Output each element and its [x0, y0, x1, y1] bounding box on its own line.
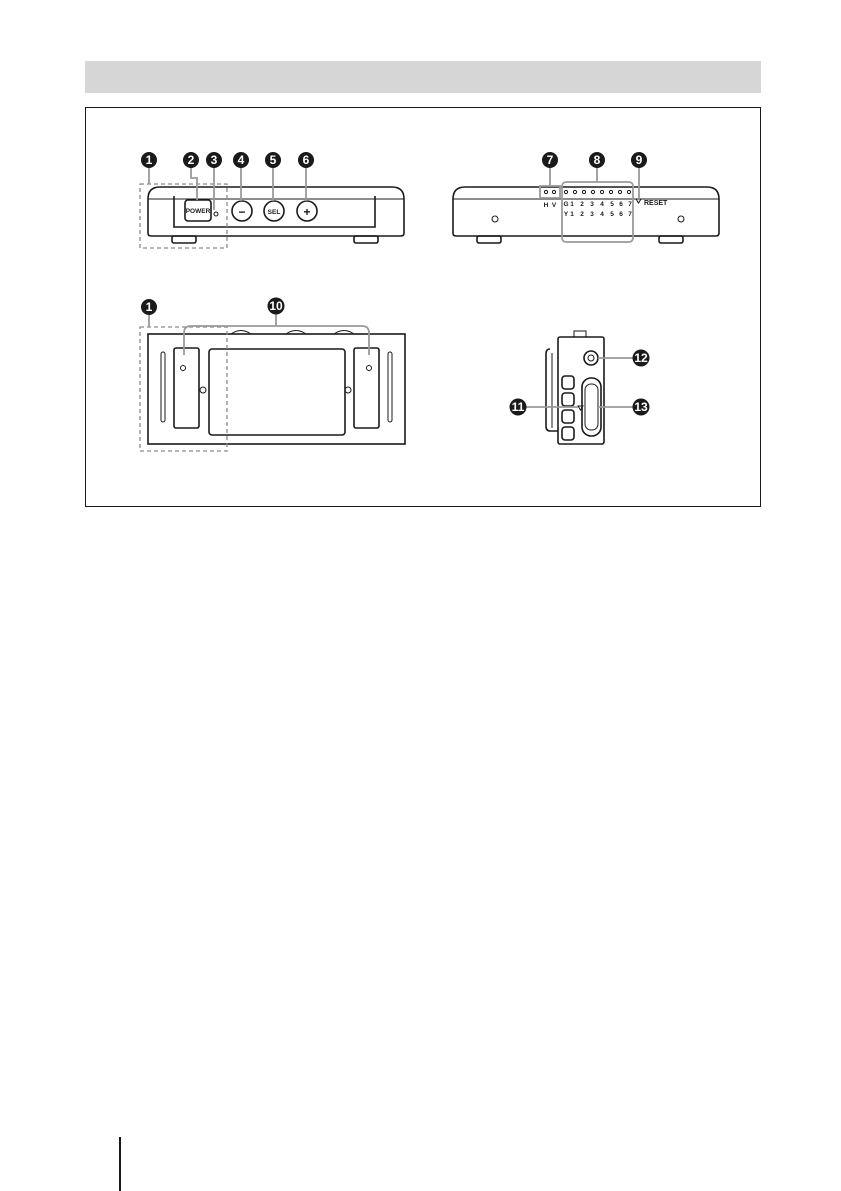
callout-2: 2 [183, 152, 199, 168]
front-view: POWER − SEL + 1 2 3 4 5 6 [140, 152, 404, 248]
svg-text:Y: Y [564, 211, 569, 218]
callout-11: 11 [510, 399, 527, 416]
page-margin-rule [119, 1137, 121, 1191]
svg-text:G: G [563, 201, 568, 208]
reset-label: RESET [644, 200, 668, 207]
callout-1b: 1 [141, 299, 157, 315]
v-label: V [552, 202, 557, 209]
svg-text:9: 9 [636, 153, 643, 167]
callout-7: 7 [542, 152, 558, 168]
svg-text:6: 6 [619, 201, 623, 208]
svg-text:11: 11 [512, 400, 525, 414]
plus-label: + [303, 205, 310, 219]
sel-label: SEL [268, 209, 281, 216]
svg-text:8: 8 [594, 153, 601, 167]
svg-text:7: 7 [547, 153, 554, 167]
svg-text:7: 7 [628, 201, 632, 208]
power-label: POWER [186, 208, 211, 215]
section-header-band [85, 61, 761, 93]
svg-text:1: 1 [146, 153, 153, 167]
callout-10: 10 [268, 298, 285, 315]
h-label: H [544, 202, 549, 209]
side-buttons [562, 376, 574, 440]
svg-text:7: 7 [628, 211, 632, 218]
side-view: 11 12 13 [510, 331, 650, 444]
callout-1: 1 [141, 152, 157, 168]
y-row-labels: Y 1 2 3 4 5 6 7 [564, 211, 632, 218]
callout-12: 12 [633, 350, 650, 367]
device-illustration: .ln { stroke: #1a1a1a; stroke-width: 1.6… [86, 108, 760, 506]
svg-text:1: 1 [570, 201, 574, 208]
svg-text:2: 2 [580, 211, 584, 218]
power-led [214, 212, 218, 216]
figure-frame: .ln { stroke: #1a1a1a; stroke-width: 1.6… [85, 107, 761, 507]
svg-text:3: 3 [211, 153, 218, 167]
svg-text:4: 4 [600, 211, 604, 218]
top-view: 1 10 [140, 298, 405, 452]
svg-text:3: 3 [590, 201, 594, 208]
callout-6: 6 [298, 152, 314, 168]
svg-text:1: 1 [570, 211, 574, 218]
svg-text:6: 6 [303, 153, 310, 167]
g-row-labels: G 1 2 3 4 5 6 7 [563, 201, 632, 208]
svg-text:13: 13 [634, 400, 648, 414]
rear-view: H V G 1 2 3 4 5 6 7 Y 1 2 3 4 5 6 [453, 152, 719, 243]
callout-3: 3 [206, 152, 222, 168]
minus-label: − [238, 205, 245, 219]
svg-text:10: 10 [269, 299, 283, 313]
callout-4: 4 [233, 152, 249, 168]
svg-text:4: 4 [238, 153, 245, 167]
svg-text:2: 2 [580, 201, 584, 208]
svg-text:5: 5 [270, 153, 277, 167]
callout-8: 8 [589, 152, 605, 168]
svg-text:1: 1 [146, 300, 153, 314]
svg-text:2: 2 [188, 153, 195, 167]
channel-leds [564, 190, 630, 193]
svg-text:4: 4 [600, 201, 604, 208]
svg-text:6: 6 [619, 211, 623, 218]
svg-text:5: 5 [610, 201, 614, 208]
svg-text:5: 5 [610, 211, 614, 218]
callout-13: 13 [633, 399, 650, 416]
callout-5: 5 [265, 152, 281, 168]
callout-9: 9 [631, 152, 647, 168]
svg-text:12: 12 [634, 351, 648, 365]
svg-text:3: 3 [590, 211, 594, 218]
